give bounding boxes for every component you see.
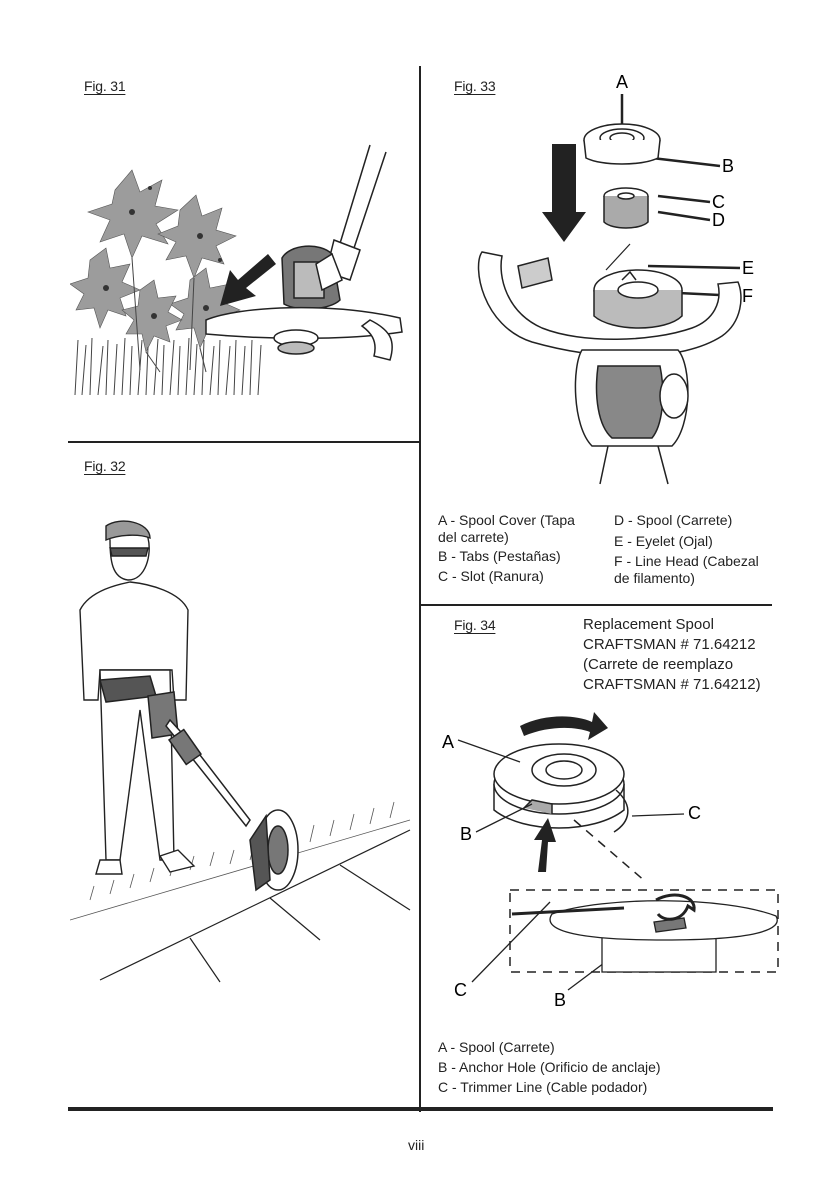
replacement-spool-info: Replacement Spool CRAFTSMAN # 71.64212 (… [583,615,761,695]
callout-c1: C [688,803,701,823]
fig34-illustration: A B C C B [442,712,779,1010]
bottom-rule [68,1107,773,1111]
spool-cover [583,123,661,165]
sidewalk [99,829,411,983]
fig33-label: Fig. 33 [454,78,496,94]
callout-f: F [742,286,753,306]
fig32-label: Fig. 32 [84,458,126,474]
legend-line: F - Line Head (Cabezal [614,553,759,569]
legend-line: C - Slot (Ranura) [438,567,544,584]
callout-e: E [742,258,754,278]
legend-line: del carrete) [438,528,509,545]
spool [603,187,649,229]
line-head [477,251,742,358]
trimmer [99,675,299,892]
fig33-illustration: A B C D E F [477,72,754,485]
fig34-legend: A - Spool (Carrete) B - Anchor Hole (Ori… [438,1037,661,1097]
legend-line: A - Spool Cover (Tapa [438,512,575,528]
trimmer [205,144,403,361]
left-divider [68,441,419,443]
callout-d: D [712,210,725,230]
replacement-line: (Carrete de reemplazo [583,656,734,673]
legend-line: B - Anchor Hole (Orificio de anclaje) [438,1059,661,1075]
callout-c: C [712,192,725,212]
fig31-label: Fig. 31 [84,78,126,94]
replacement-line: Replacement Spool [583,616,714,633]
fig32-illustration [70,520,411,983]
insert-arrow [542,144,586,242]
callout-a: A [442,732,454,752]
page-number: viii [408,1137,425,1153]
callout-b2: B [554,990,566,1010]
legend-line: E - Eyelet (Ojal) [614,532,713,549]
fig33-legend-left: A - Spool Cover (Tapa del carrete) B - T… [438,512,575,584]
direction-arrow [220,254,276,306]
detail-spool [511,893,778,973]
legend-line: B - Tabs (Pestañas) [438,548,561,564]
legend-line: D - Spool (Carrete) [614,512,733,528]
grass [74,337,262,396]
motor-housing [574,349,689,485]
replacement-line: CRAFTSMAN # 71.64212 [583,636,756,653]
callout-c2: C [454,980,467,1000]
legend-line: C - Trimmer Line (Cable podador) [438,1079,648,1095]
legend-line: de filamento) [614,569,695,586]
callout-b1: B [460,824,472,844]
spool [493,743,625,829]
callout-a: A [616,72,628,92]
rotate-arrow [520,712,608,740]
fig31-illustration [70,144,403,396]
trimmer-line [613,789,629,833]
anchor-arrow [534,818,556,872]
fig33-legend-right: D - Spool (Carrete) E - Eyelet (Ojal) F … [614,512,759,586]
replacement-line: CRAFTSMAN # 71.64212) [583,676,761,693]
fig34-label: Fig. 34 [454,617,496,633]
right-divider [420,604,772,606]
callout-b: B [722,156,734,176]
center-divider [419,66,421,1112]
legend-line: A - Spool (Carrete) [438,1039,555,1055]
